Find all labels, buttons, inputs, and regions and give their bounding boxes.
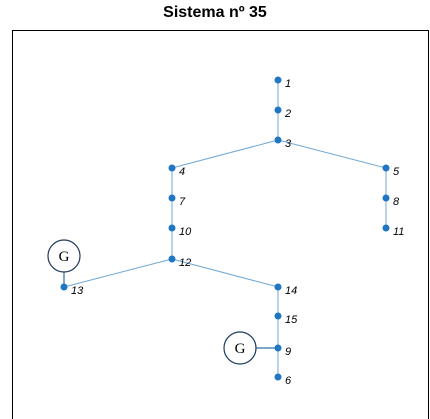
node-label-8: 8 (393, 196, 400, 208)
node-2 (274, 106, 282, 114)
node-7 (168, 194, 176, 202)
node-8 (382, 194, 390, 202)
node-12 (168, 255, 176, 263)
node-label-10: 10 (179, 226, 192, 238)
node-label-1: 1 (285, 78, 291, 90)
node-label-11: 11 (393, 226, 404, 238)
edge-3-5 (277, 139, 387, 169)
node-9 (274, 344, 282, 352)
node-label-9: 9 (285, 346, 291, 358)
node-11 (382, 224, 390, 232)
node-1 (274, 76, 282, 84)
edge-12-13 (63, 258, 173, 288)
node-label-12: 12 (179, 257, 191, 269)
node-label-7: 7 (179, 196, 186, 208)
node-6 (274, 373, 282, 381)
generator-label-9: G (235, 341, 246, 357)
diagram-frame (12, 30, 429, 419)
node-15 (274, 312, 282, 320)
node-5 (382, 164, 390, 172)
node-label-14: 14 (285, 285, 297, 297)
node-14 (274, 283, 282, 291)
node-label-6: 6 (285, 375, 292, 387)
edges-layer (63, 80, 387, 377)
node-3 (274, 136, 282, 144)
generator-symbol-9 (223, 331, 257, 365)
node-4 (168, 164, 176, 172)
diagram-title: Sistema nº 35 (163, 4, 267, 21)
node-label-15: 15 (285, 314, 298, 326)
node-label-2: 2 (284, 108, 291, 120)
node-13 (60, 283, 68, 291)
node-label-3: 3 (285, 138, 292, 150)
generator-label-13: G (59, 249, 70, 265)
node-label-5: 5 (393, 166, 400, 178)
node-10 (168, 224, 176, 232)
generator-symbol-13 (47, 239, 81, 273)
edge-3-4 (171, 139, 279, 169)
generators-layer: GG (47, 239, 278, 365)
node-label-4: 4 (179, 166, 185, 178)
edge-12-14 (171, 258, 279, 288)
node-label-13: 13 (71, 285, 84, 297)
